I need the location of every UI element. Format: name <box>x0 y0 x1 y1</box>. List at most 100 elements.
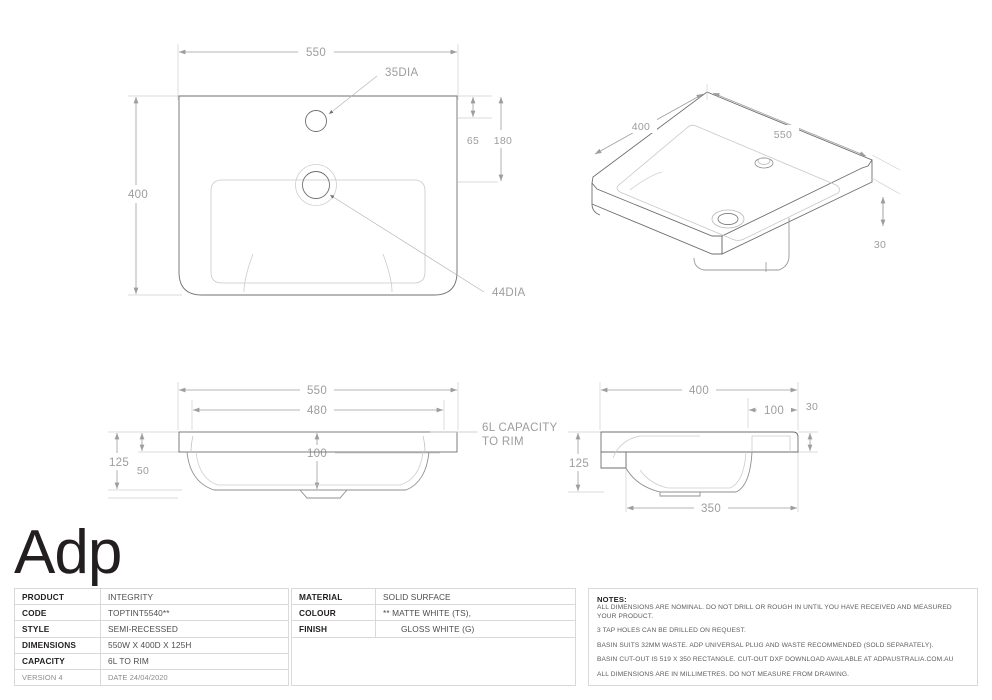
side-bowl-depth-label: 350 <box>701 503 721 515</box>
front-dim-bowl-depth: 100 <box>299 433 440 489</box>
plan-dim-depth: 400 <box>122 97 154 294</box>
front-rim-tick-left <box>190 435 194 453</box>
spec-key-dimensions: DIMENSIONS <box>14 636 101 654</box>
side-rim-profile <box>600 431 799 453</box>
plan-leader-waste: 44DIA <box>329 194 525 299</box>
plan-tap-hole <box>305 110 327 132</box>
front-bowl-depth-label: 100 <box>307 448 327 460</box>
spec-value-product: INTEGRITY <box>100 587 289 606</box>
plan-waste-recess <box>295 164 337 206</box>
iso-bowl-recess <box>616 124 840 241</box>
plan-width-label: 550 <box>306 47 326 59</box>
iso-left-corner <box>591 203 601 216</box>
plan-bowl-sweep-right <box>382 253 393 293</box>
note-item: 3 TAP HOLES CAN BE DRILLED ON REQUEST. <box>597 627 746 635</box>
side-bowl-profile <box>625 451 753 493</box>
iso-underbowl <box>693 218 790 271</box>
iso-deck-top <box>591 91 873 237</box>
capacity-note-line1: 6L CAPACITY <box>482 422 558 434</box>
notes-panel: NOTES: ALL DIMENSIONS ARE NOMINAL. DO NO… <box>588 588 978 686</box>
plan-basin-outline <box>178 95 458 296</box>
table-row: DIMENSIONS 550W X 400D X 125H <box>14 636 289 654</box>
front-dim-bowl-width: 480 <box>193 402 443 418</box>
front-bowl-profile <box>186 451 430 491</box>
spec-key-code: CODE <box>14 604 101 622</box>
iso-dim-depth: 400 <box>594 93 704 155</box>
front-rim-profile <box>178 431 458 453</box>
front-rim-tick-right <box>422 435 426 453</box>
plan-bowl-sweep-left <box>243 253 254 293</box>
plan-view: 550 400 65 180 <box>122 44 525 299</box>
plan-bowl-offset-label: 180 <box>494 135 512 147</box>
front-dim-height: 125 <box>103 433 135 489</box>
side-elevation: 400 100 30 125 <box>563 382 818 516</box>
isometric-view: 400 550 30 <box>591 84 901 272</box>
front-dim-width: 550 <box>179 382 457 398</box>
side-dim-rear-offset: 100 <box>749 402 797 418</box>
adp-logo: Adp <box>14 518 214 587</box>
side-dim-height: 125 <box>563 433 595 491</box>
front-elevation: 550 480 125 50 <box>103 382 558 499</box>
front-rim-height-label: 50 <box>137 465 149 477</box>
iso-waste-hole <box>717 212 739 226</box>
table-row: CODE TOPTINT5540** <box>14 604 289 622</box>
table-row: FINISH GLOSS WHITE (G) <box>291 620 576 638</box>
plan-dim-bowl-offset: 180 <box>487 97 519 181</box>
material-value-finish: GLOSS WHITE (G) <box>375 620 576 638</box>
side-return-leg <box>600 452 627 469</box>
table-gap-2 <box>576 588 588 686</box>
material-key-colour: COLOUR <box>291 604 376 622</box>
side-depth-label: 400 <box>689 385 709 397</box>
plan-tap-dia-label: 35DIA <box>385 67 418 79</box>
front-width-label: 550 <box>307 385 327 397</box>
iso-tap-hole-inner <box>757 157 771 165</box>
side-bowl-inner <box>639 451 747 489</box>
spec-table-body: PRODUCT INTEGRITY CODE TOPTINT5540** STY… <box>14 587 289 687</box>
version-label: VERSION 4 <box>14 668 101 687</box>
front-bowl-width-label: 480 <box>307 405 327 417</box>
plan-leader-tap: 35DIA <box>328 67 418 115</box>
material-value-material: SOLID SURFACE <box>375 587 576 606</box>
front-bowl-profile-inner <box>195 451 424 486</box>
spec-key-product: PRODUCT <box>14 587 101 606</box>
material-key-material: MATERIAL <box>291 587 376 606</box>
iso-depth-label: 400 <box>632 121 650 133</box>
plan-dim-width: 550 <box>179 44 457 60</box>
side-dim-bowl-depth: 350 <box>627 500 797 516</box>
plan-bowl-outline <box>210 179 426 284</box>
table-row-empty <box>291 636 576 686</box>
iso-tap-hole <box>754 157 774 169</box>
material-key-finish: FINISH <box>291 620 376 638</box>
material-value-colour: ** MATTE WHITE (TS), <box>375 604 576 622</box>
iso-dim-rim: 30 <box>874 197 886 251</box>
table-row: COLOUR ** MATTE WHITE (TS), <box>291 604 576 622</box>
spec-key-style: STYLE <box>14 620 101 638</box>
title-block: PRODUCT INTEGRITY CODE TOPTINT5540** STY… <box>14 587 978 687</box>
note-item: ALL DIMENSIONS ARE IN MILLIMETRES. DO NO… <box>597 670 850 678</box>
note-item: BASIN SUITS 32MM WASTE. ADP UNIVERSAL PL… <box>597 641 934 649</box>
table-row: MATERIAL SOLID SURFACE <box>291 587 576 606</box>
side-rear-inner <box>751 435 791 452</box>
iso-left-face <box>591 183 723 255</box>
iso-rim-label: 30 <box>874 239 886 251</box>
plan-waste-hole <box>302 171 330 199</box>
side-dim-rim: 30 <box>806 401 818 451</box>
plan-dim-tap-offset: 65 <box>467 97 479 147</box>
plan-depth-label: 400 <box>128 189 148 201</box>
date-label: DATE 24/04/2020 <box>100 668 289 687</box>
adp-logo-text: Adp <box>14 518 122 587</box>
capacity-note-line2: TO RIM <box>482 436 524 448</box>
spec-key-capacity: CAPACITY <box>14 652 101 670</box>
front-dim-rim-height: 50 <box>137 433 149 477</box>
technical-drawing-area: 550 400 65 180 <box>103 44 901 516</box>
plan-waste-dia-label: 44DIA <box>492 287 525 299</box>
iso-dim-width: 550 <box>712 92 867 157</box>
iso-waste-recess <box>711 209 745 229</box>
side-rear-offset-label: 100 <box>764 405 784 417</box>
table-row: PRODUCT INTEGRITY <box>14 587 289 606</box>
material-table: MATERIAL SOLID SURFACE COLOUR ** MATTE W… <box>291 587 576 687</box>
note-item: ALL DIMENSIONS ARE NOMINAL. DO NOT DRILL… <box>597 604 952 620</box>
material-empty-cell <box>291 636 576 686</box>
spec-value-style: SEMI-RECESSED <box>100 620 289 638</box>
